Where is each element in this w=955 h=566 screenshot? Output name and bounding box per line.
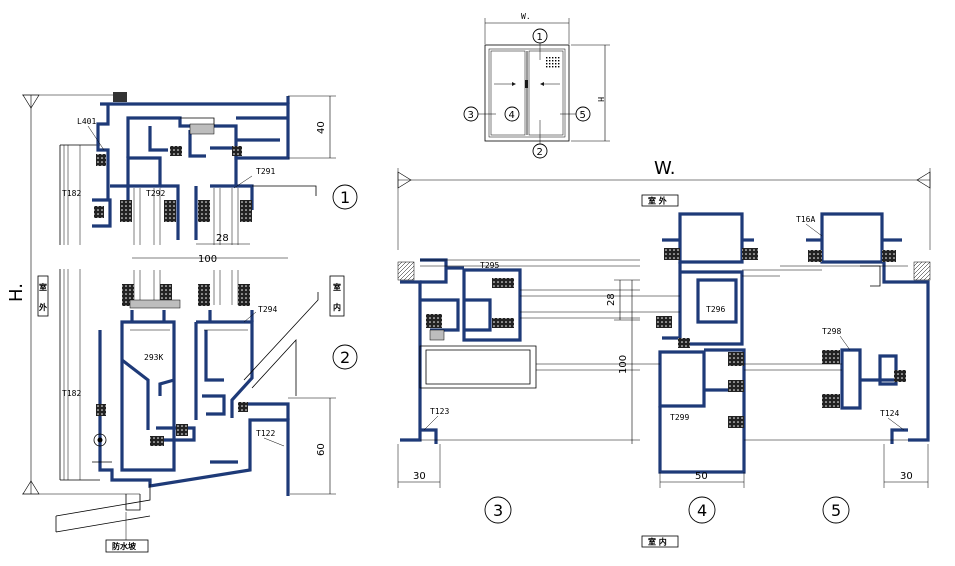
sill-note-box [105,539,149,553]
code-t16a: T16A [796,215,815,224]
outside-tag-left [37,275,49,317]
code-t122: T122 [256,429,275,438]
outside-tag-left-char-2: 外 [39,302,47,312]
dim-head-28: 28 [216,233,229,244]
callout-5 [822,496,850,524]
overall-width-label: W. [654,158,675,179]
key-elevation: W. H 1 2 3 4 5 [463,12,610,159]
key-height-label: H [596,97,605,102]
callout-3 [484,496,512,524]
inside-tag-bottom-text: 室 内 [648,537,667,547]
dim-sill-60: 60 [316,443,327,456]
key-callout-5-text: 5 [580,110,586,121]
glass-panes-top [133,188,239,245]
hatch-pattern [545,56,560,69]
key-callout-2 [532,143,548,159]
code-t291: T291 [256,167,275,176]
outside-tag-left-char-1: 室 [39,282,47,292]
dim-mid-100: 100 [618,355,629,374]
callout-2-text: 2 [340,348,350,367]
dim-head-100: 100 [198,254,217,265]
dim-head-40: 40 [316,121,327,134]
key-callout-3 [463,106,479,122]
code-l401: L401 [77,117,96,126]
code-t123: T123 [430,407,449,416]
code-t294: T294 [258,305,277,314]
outside-tag-top [641,194,679,207]
code-t295: T295 [480,261,499,270]
code-293k: 293K [144,353,163,362]
dim-right-30: 30 [900,471,913,482]
key-callout-4 [504,106,520,122]
inside-tag-left [329,275,345,317]
callout-3-text: 3 [493,501,503,520]
inside-tag-bottom [641,535,679,548]
inside-tag-left-char-1: 室 [333,282,341,292]
code-t182-bottom: T182 [62,389,81,398]
key-callout-4-text: 4 [509,110,515,121]
callout-4 [688,496,716,524]
dim-mid-28: 28 [606,293,617,306]
key-callout-3-text: 3 [468,110,474,121]
code-t298: T298 [822,327,841,336]
callout-4-text: 4 [697,501,707,520]
code-t182-top: T182 [62,189,81,198]
key-callout-2-text: 2 [537,147,543,158]
callout-5-text: 5 [831,501,841,520]
inside-tag-left-char-2: 内 [333,302,341,312]
key-callout-1-text: 1 [537,32,543,43]
horizontal-section: W. 室 外 室 内 T295 T123 [397,158,931,548]
dim-mid-50: 50 [695,471,708,482]
callout-1 [332,184,358,210]
vertical-section: H. 室 外 [6,92,358,553]
code-t292: T292 [146,189,165,198]
code-t299: T299 [670,413,689,422]
callout-2 [332,344,358,370]
key-width-label: W. [521,12,531,21]
code-t124: T124 [880,409,899,418]
key-callout-1 [532,28,548,44]
code-t296: T296 [706,305,725,314]
key-callout-5 [575,106,591,122]
sill-note: 防水坡 [112,541,137,551]
dim-left-30: 30 [413,471,426,482]
callout-1-text: 1 [340,188,350,207]
outside-tag-top-text: 室 外 [648,196,667,206]
overall-height-label: H. [6,283,27,302]
